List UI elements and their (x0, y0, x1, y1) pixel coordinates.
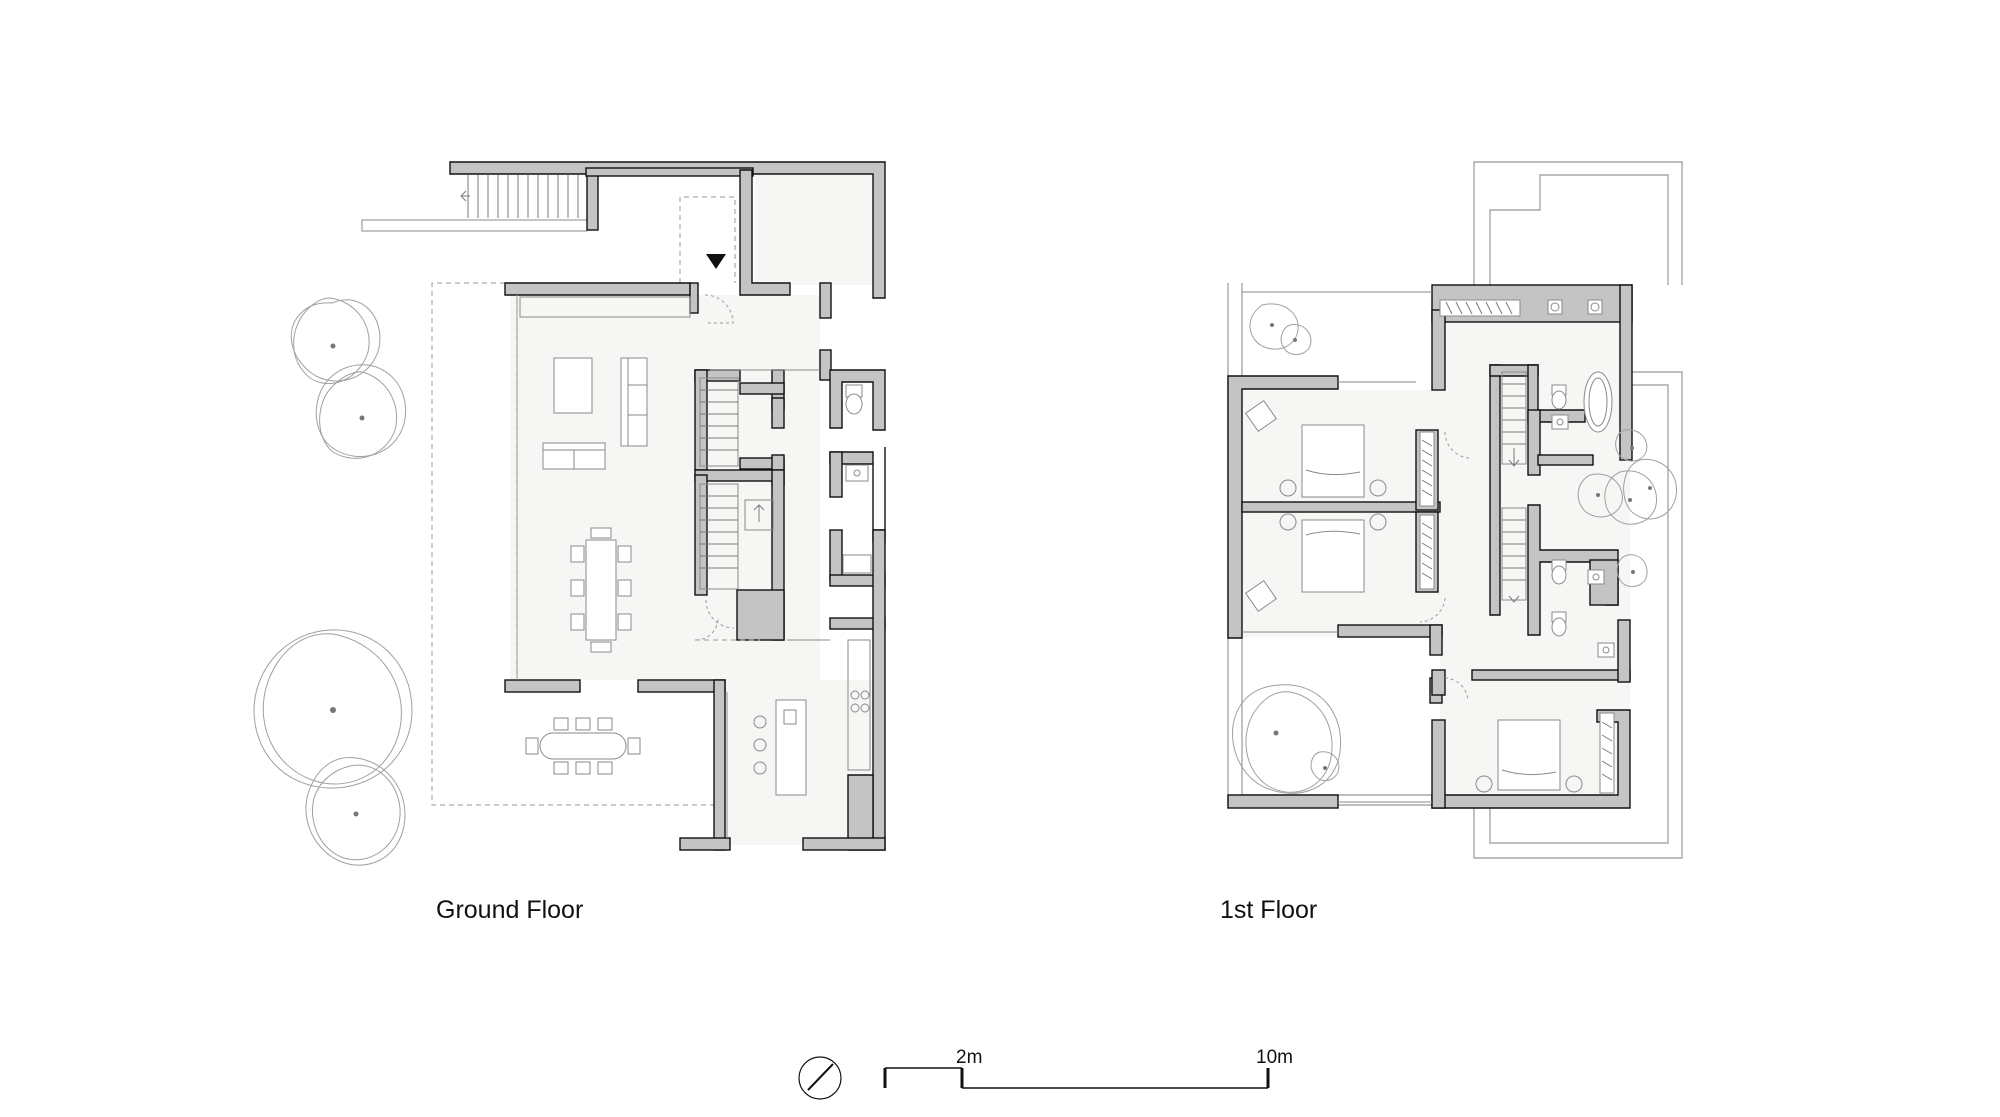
roof-outline-right (1473, 371, 1683, 859)
roof-outline-top (1473, 161, 1683, 285)
external-stair-landing (361, 219, 588, 232)
external-stair-treads (460, 175, 579, 218)
ground-floor-terrace-outline (431, 282, 720, 806)
first-floor-doors (1242, 291, 1471, 803)
bed (1279, 424, 1387, 498)
first-floor-beds (1244, 399, 1583, 793)
tree (1577, 429, 1678, 587)
coffee-table (553, 357, 593, 414)
sofa-right (620, 357, 648, 447)
kitchen-island (753, 699, 807, 796)
first-floor-plan: 1st Floor (1220, 161, 1683, 924)
first-floor-trees (1232, 303, 1678, 794)
dining-furniture (570, 527, 632, 653)
first-floor-wardrobes (1419, 299, 1615, 794)
scale-bar: 2m 10m (883, 1047, 1293, 1089)
tree (1249, 303, 1312, 355)
living-room-furniture (542, 357, 648, 470)
tree (1232, 684, 1342, 794)
bed (1475, 719, 1583, 793)
roof-outline-right-inner (1489, 384, 1669, 844)
ground-floor-internal-stair (699, 377, 774, 590)
tree (290, 297, 381, 384)
ground-floor-label: Ground Floor (436, 896, 583, 924)
bathtub (1583, 371, 1613, 433)
ground-floor-wc (842, 384, 872, 574)
first-floor-stair (1501, 371, 1527, 603)
ground-floor-utility-room (755, 175, 873, 285)
tree (315, 364, 407, 459)
ground-floor-plan: Ground Floor (253, 161, 886, 924)
ground-floor-walls (449, 161, 886, 851)
scale-label-10m: 10m (1256, 1047, 1293, 1068)
tree (253, 629, 413, 789)
terrace-dining-set (525, 717, 641, 775)
tree (305, 757, 406, 866)
first-floor-label: 1st Floor (1220, 896, 1317, 924)
ground-floor-trees (253, 297, 413, 866)
entrance-arrow-icon (706, 254, 726, 269)
armchair (1244, 579, 1278, 613)
first-floor-bathrooms (1547, 299, 1615, 658)
armchair (1244, 399, 1278, 433)
ground-floor-interior-lines (516, 295, 871, 838)
dining-table (585, 539, 617, 641)
north-arrow-icon (798, 1056, 842, 1100)
entrance-canopy-outline (679, 196, 736, 283)
roof-outline-top-inner (1489, 174, 1669, 285)
bed (1279, 513, 1387, 593)
ground-floor-doors (695, 294, 735, 641)
scale-label-2m: 2m (956, 1047, 982, 1068)
